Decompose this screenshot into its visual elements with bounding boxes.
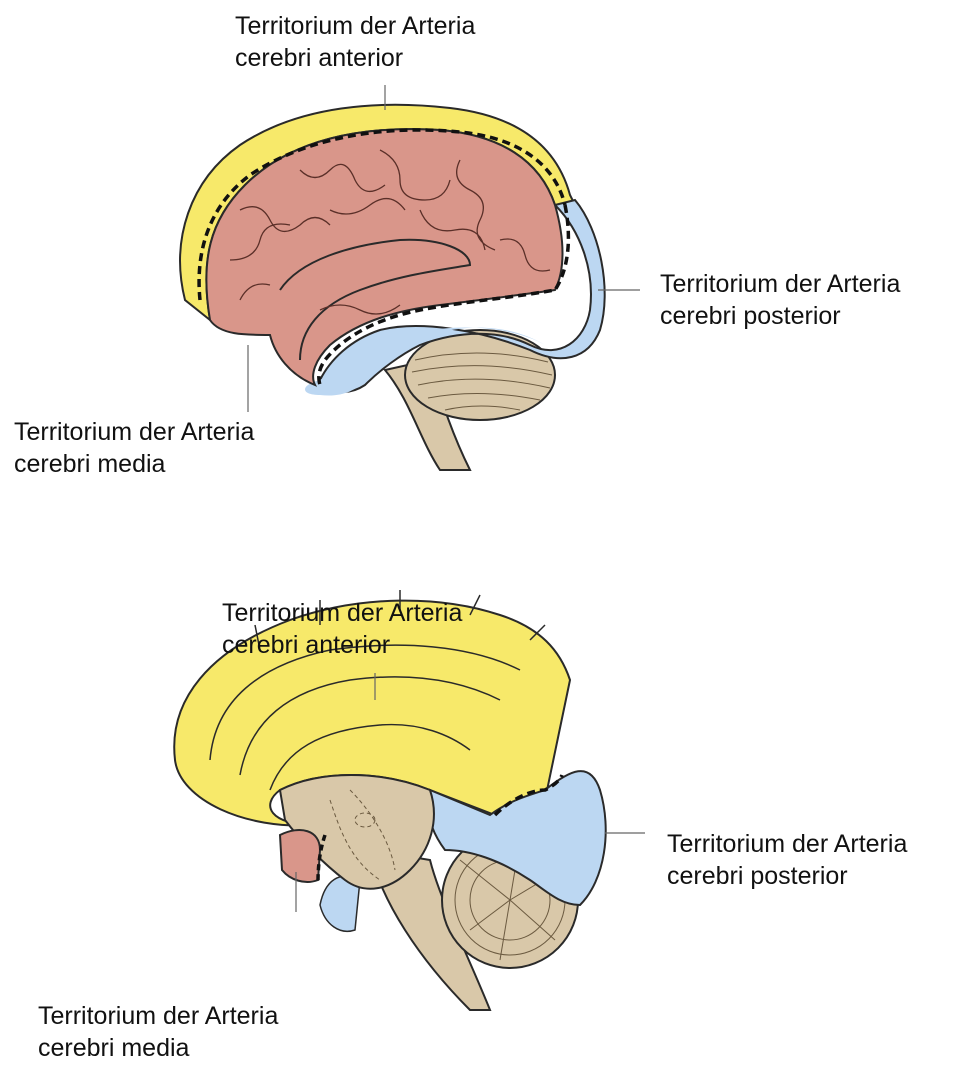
lateral-label-posterior: Territorium der Arteria cerebri posterio… — [660, 268, 900, 332]
lateral-label-media: Territorium der Arteria cerebri media — [14, 416, 254, 480]
medial-label-anterior: Territorium der Arteria cerebri anterior — [222, 597, 462, 661]
lateral-label-anterior: Territorium der Arteria cerebri anterior — [235, 10, 475, 74]
medial-label-posterior: Territorium der Arteria cerebri posterio… — [667, 828, 907, 892]
medial-label-media: Territorium der Arteria cerebri media — [38, 1000, 278, 1064]
medial-media-territory — [280, 830, 320, 882]
lateral-brain-view — [180, 85, 640, 470]
